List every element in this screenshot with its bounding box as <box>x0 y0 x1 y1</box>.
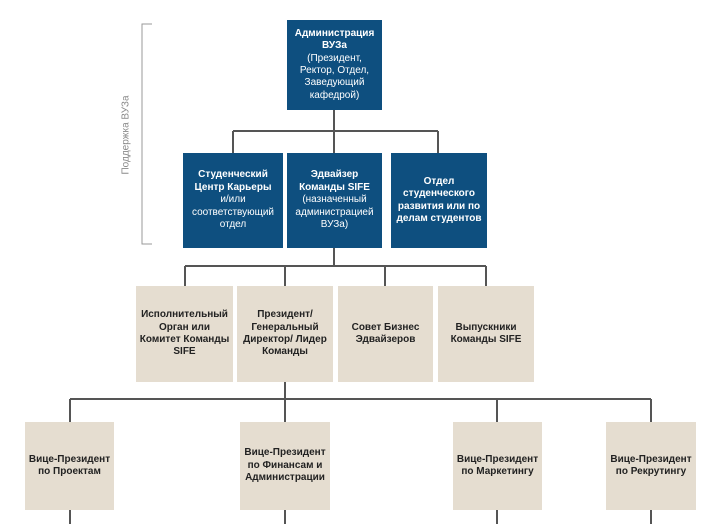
vp-projects-title: Вице-Президент по Проектам <box>28 453 111 477</box>
student-dev-box: Отдел студенческого развития или по дела… <box>391 153 487 248</box>
vp-finance-box: Вице-Президент по Финансам и Администрац… <box>240 422 330 510</box>
team-leader-box: Президент/ Генеральный Директор/ Лидер К… <box>237 286 333 382</box>
vp-recruiting-title: Вице-Президент по Рекрутингу <box>610 453 692 477</box>
university-support-label: Поддержка ВУЗа <box>120 95 132 175</box>
advisor-title: Эдвайзер Команды SIFE <box>299 169 370 193</box>
vp-projects-box: Вице-Президент по Проектам <box>25 422 114 510</box>
admin-subtitle: (Президент, Ректор, Отдел, Заведующий ка… <box>299 52 370 101</box>
career-center-box: Студенческий Центр Карьеры и/или соответ… <box>183 153 283 248</box>
admin-box: Администрация ВУЗа (Президент, Ректор, О… <box>287 20 382 110</box>
vp-marketing-box: Вице-Президент по Маркетингу <box>453 422 542 510</box>
vp-recruiting-box: Вице-Президент по Рекрутингу <box>606 422 696 510</box>
executive-committee-box: Исполнительный Орган или Комитет Команды… <box>136 286 233 382</box>
business-advisors-box: Совет Бизнес Эдвайзеров <box>338 286 433 382</box>
student-dev-title: Отдел студенческого развития или по дела… <box>396 175 482 224</box>
admin-title: Администрация ВУЗа <box>294 27 375 52</box>
alumni-box: Выпускники Команды SIFE <box>438 286 534 382</box>
vp-marketing-title: Вице-Президент по Маркетингу <box>456 453 539 477</box>
advisor-box: Эдвайзер Команды SIFE (назначенный админ… <box>287 153 382 248</box>
vp-finance-title: Вице-Президент по Финансам и Администрац… <box>244 447 326 484</box>
business-advisors-title: Совет Бизнес Эдвайзеров <box>351 321 420 345</box>
team-leader-title: Президент/ Генеральный Директор/ Лидер К… <box>243 309 327 358</box>
executive-committee-title: Исполнительный Орган или Комитет Команды… <box>139 309 230 358</box>
alumni-title: Выпускники Команды SIFE <box>450 321 522 345</box>
career-center-subtitle: и/или соответствующий отдел <box>191 194 275 231</box>
advisor-subtitle: (назначенный администрацией ВУЗа) <box>295 194 374 231</box>
career-center-title: Студенческий Центр Карьеры <box>194 169 272 193</box>
